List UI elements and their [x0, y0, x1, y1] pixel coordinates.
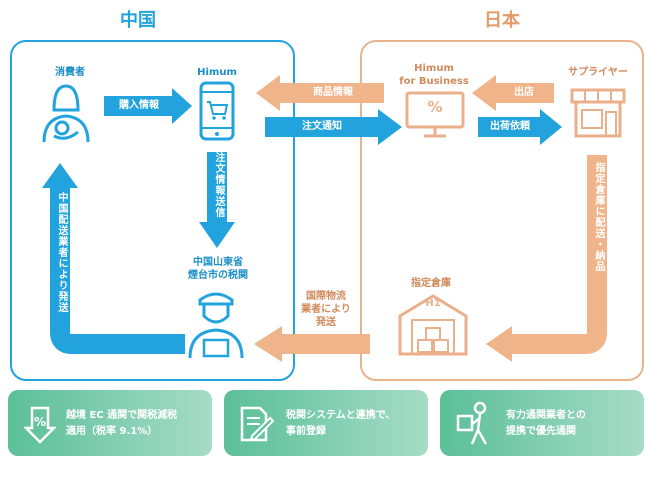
warehouse-sign: H1: [425, 298, 441, 309]
listing-arrow-head: [472, 75, 496, 111]
order-notice-arrow-head: [378, 109, 402, 145]
china-delivery-arrow-head: [42, 163, 78, 188]
shipping-request-arrow-head: [540, 109, 562, 145]
purchase-info-arrow-body: [104, 96, 174, 116]
himum-label: Himum: [197, 67, 237, 78]
china-delivery-label: 中国配送業者により発送: [56, 192, 67, 313]
intl-logistics-arrow-body: [280, 334, 370, 354]
document-pen-icon: [240, 406, 274, 442]
china-delivery-arrow: [50, 185, 185, 354]
feature-tax-text: 越境 EC 通関で関税減税 適用（税率 9.1%）: [66, 410, 178, 437]
purchase-info-arrow-head: [172, 88, 192, 124]
warehouse-delivery-arrow: [510, 155, 607, 354]
product-info-label: 商品情報: [313, 87, 353, 98]
order-notice-arrow-body: [265, 117, 380, 137]
shipping-request-arrow-body: [478, 117, 542, 137]
purchase-info-label: 購入情報: [119, 100, 159, 111]
warehouse-delivery-arrow-head: [486, 326, 512, 362]
svg-text:%: %: [34, 415, 46, 429]
himum-business-label: Himum for Business: [399, 63, 469, 87]
shipping-request-label: 出荷依頼: [490, 121, 530, 132]
percent-down-icon: %: [24, 406, 56, 444]
product-info-arrow-head: [256, 75, 280, 111]
order-notice-label: 注文通知: [302, 121, 342, 132]
monitor-icon: [405, 91, 465, 138]
warehouse-label: 指定倉庫: [411, 278, 451, 289]
order-info-send-arrow-body: [207, 152, 227, 224]
feature-card-registration: 税関システムと連携で、 事前登録: [224, 390, 428, 456]
consumer-label: 消費者: [55, 67, 85, 78]
intl-logistics-arrow-head: [254, 326, 282, 362]
feature-registration-text: 税関システムと連携で、 事前登録: [286, 410, 396, 437]
smartphone-cart-icon: [199, 81, 235, 141]
intl-logistics-label: 国際物流 業者により 発送: [301, 291, 351, 328]
percent-symbol: %: [427, 98, 443, 116]
consumer-mother-child-icon: [42, 84, 90, 143]
customs-label: 中国山東省 煙台市の税関: [188, 257, 248, 281]
shop-icon: [570, 88, 626, 138]
order-info-send-arrow-head: [199, 222, 235, 248]
japan-title: 日本: [484, 10, 520, 31]
listing-label: 出店: [514, 87, 534, 98]
listing-arrow-body: [494, 83, 554, 103]
china-region-box: [10, 40, 295, 381]
supplier-label: サプライヤー: [568, 67, 628, 78]
product-info-arrow-body: [278, 83, 384, 103]
delivery-person-icon: [456, 401, 488, 445]
feature-card-tax: % 越境 EC 通関で関税減税 適用（税率 9.1%）: [8, 390, 212, 456]
feature-card-priority: 有力通関業者との 提携で優先通関: [440, 390, 644, 456]
feature-priority-text: 有力通関業者との 提携で優先通関: [506, 410, 586, 437]
warehouse-icon: [398, 294, 468, 356]
china-title: 中国: [120, 10, 156, 31]
customs-officer-icon: [188, 292, 244, 359]
order-info-send-label: 注文情報送信: [213, 152, 224, 218]
japan-region-box: [360, 40, 644, 381]
warehouse-delivery-label: 指定倉庫に配送・納品: [593, 162, 604, 272]
